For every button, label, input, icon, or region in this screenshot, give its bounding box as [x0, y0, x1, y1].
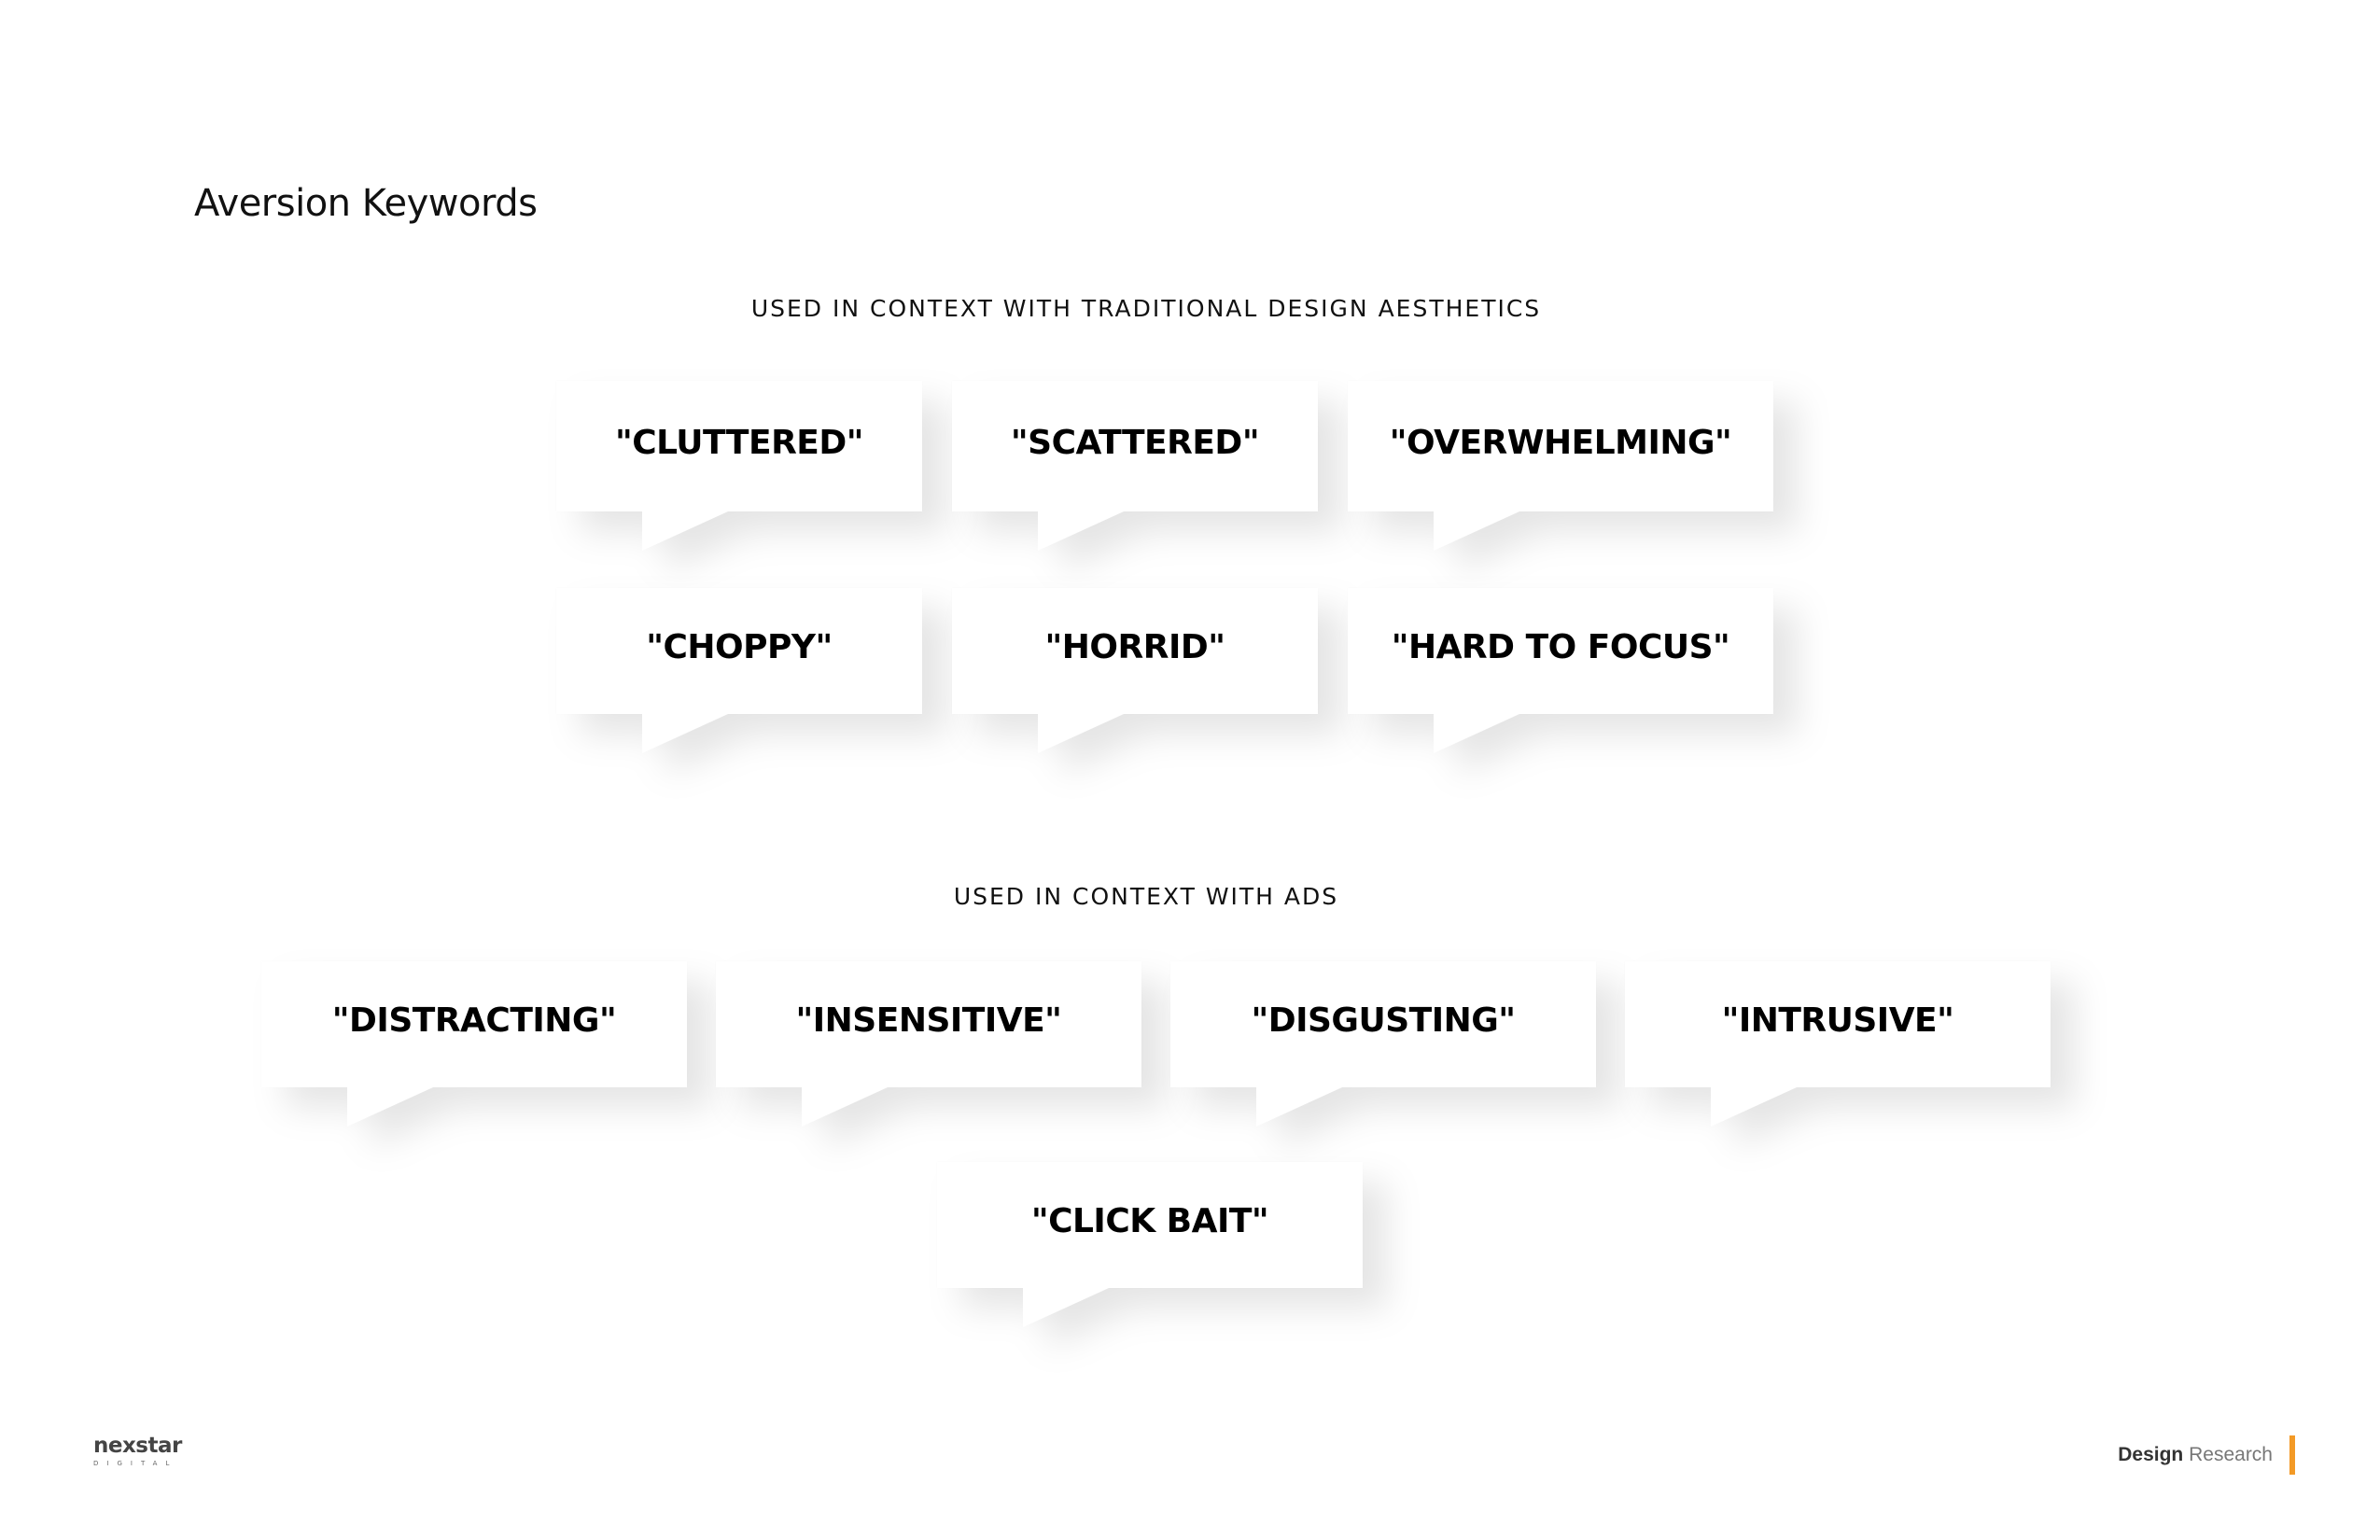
bubble-tail [1256, 1087, 1342, 1127]
keyword-text: "INTRUSIVE" [1721, 1001, 1954, 1040]
bubble-tail [347, 1087, 433, 1127]
keyword-bubble: "SCATTERED" [952, 381, 1318, 551]
keyword-bubble: "CLUTTERED" [556, 381, 922, 551]
keyword-bubble: "HORRID" [952, 588, 1318, 753]
section-heading-traditional: USED IN CONTEXT WITH TRADITIONAL DESIGN … [750, 295, 1542, 322]
footer-label-bold: Design [2118, 1444, 2184, 1465]
bubble-tail [1434, 714, 1519, 753]
footer-label-regular: Research [2189, 1444, 2273, 1465]
logo-wordmark: nexstar [93, 1434, 182, 1458]
keyword-bubble: "OVERWHELMING" [1348, 381, 1773, 551]
keyword-text: "SCATTERED" [1010, 423, 1260, 462]
keyword-bubble: "CLICK BAIT" [937, 1162, 1363, 1327]
bubble-tail [1038, 511, 1124, 551]
bubble-tail [802, 1087, 888, 1127]
keyword-bubble: "INSENSITIVE" [716, 961, 1141, 1127]
bubble-tail [642, 511, 728, 551]
bubble-tail [1434, 511, 1519, 551]
keyword-bubble: "DISTRACTING" [261, 961, 687, 1127]
keyword-text: "OVERWHELMING" [1389, 423, 1732, 462]
bubble-tail [1023, 1288, 1109, 1327]
keyword-text: "DISTRACTING" [331, 1001, 617, 1040]
keyword-text: "CLUTTERED" [614, 423, 864, 462]
accent-bar [2289, 1435, 2295, 1475]
bubble-tail [642, 714, 728, 753]
keyword-bubble: "INTRUSIVE" [1625, 961, 2051, 1127]
footer-label: Design Research [2118, 1444, 2273, 1466]
nexstar-logo: nexstar DIGITAL [93, 1434, 182, 1468]
footer-section-label: Design Research [2118, 1435, 2295, 1475]
keyword-text: "CHOPPY" [646, 628, 833, 666]
keyword-text: "DISGUSTING" [1251, 1001, 1516, 1040]
bubble-tail [1711, 1087, 1797, 1127]
keyword-bubble: "CHOPPY" [556, 588, 922, 753]
keyword-text: "INSENSITIVE" [795, 1001, 1062, 1040]
keyword-bubble: "DISGUSTING" [1170, 961, 1596, 1127]
keyword-text: "HORRID" [1044, 628, 1225, 666]
page-title: Aversion Keywords [194, 182, 538, 225]
keyword-text: "CLICK BAIT" [1030, 1202, 1269, 1240]
logo-subtext: DIGITAL [93, 1460, 178, 1467]
bubble-tail [1038, 714, 1124, 753]
keyword-bubble: "HARD TO FOCUS" [1348, 588, 1773, 753]
keyword-text: "HARD TO FOCUS" [1391, 628, 1730, 666]
section-heading-ads: USED IN CONTEXT WITH ADS [953, 883, 1339, 910]
